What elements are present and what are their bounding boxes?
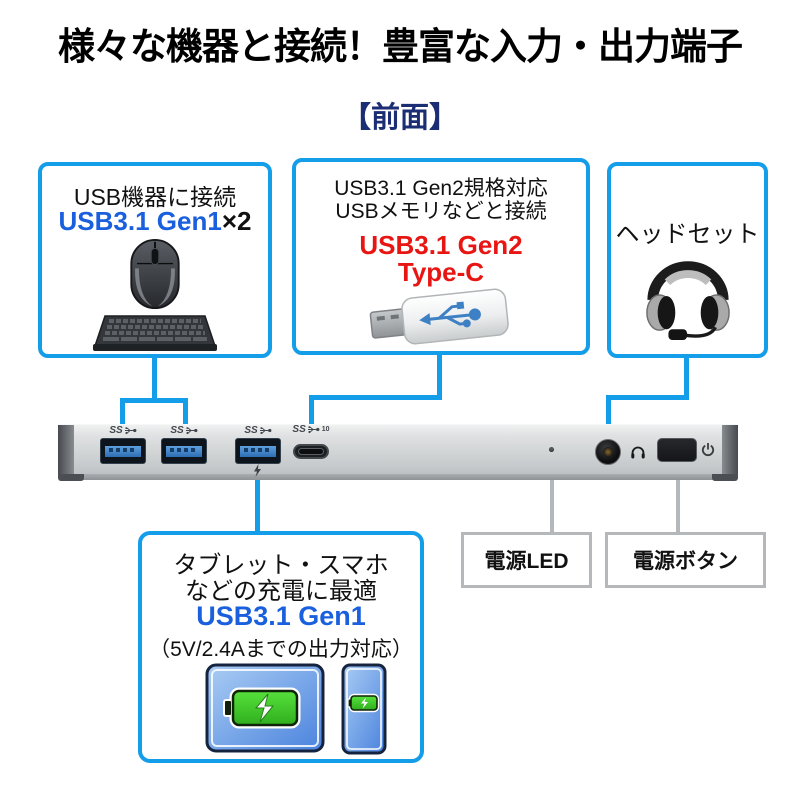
usb-c-heading-2: USBメモリなどと接続: [335, 200, 547, 223]
callout-box-usb-a: USB機器に接続 USB3.1 Gen1×2: [38, 162, 272, 358]
usb-a-spec-name: USB3.1 Gen1: [58, 206, 222, 236]
connector-headset-bridge: [606, 395, 689, 400]
callout-box-power-led: 電源LED: [461, 532, 592, 588]
callout-box-power-button: 電源ボタン: [605, 532, 766, 588]
connector-usb-c-stem: [437, 354, 442, 400]
mouse-icon: [130, 238, 180, 310]
usb-c-ss10-marking: SS 10: [288, 424, 334, 435]
section-label-front: 【前面】: [341, 102, 458, 134]
dock-right-foot: [712, 474, 738, 481]
usb-a-pins: [109, 448, 137, 452]
usb-c-spec-2: Type-C: [397, 257, 485, 287]
usb-a-port-2: [161, 438, 207, 464]
usb-ss-marking-3: SS: [235, 425, 281, 436]
usb-trident-icon: [185, 427, 198, 435]
connector-usb-c-bridge: [309, 395, 442, 400]
usb-a-port-1: [100, 438, 146, 464]
callout-box-usb-c: USB3.1 Gen2規格対応 USBメモリなどと接続 USB3.1 Gen2 …: [292, 158, 590, 355]
usb-a-port-3: [235, 438, 281, 464]
headphone-icon: [631, 446, 645, 459]
power-button-label: 電源ボタン: [633, 550, 738, 573]
smartphone-battery-icon: [341, 663, 387, 755]
usb-c-slot: [298, 448, 324, 455]
callout-box-headset: ヘッドセット: [607, 162, 768, 358]
connector-usb-a-stem: [152, 357, 157, 402]
headset-icon: [645, 261, 730, 340]
connector-charging-drop: [255, 477, 260, 531]
connector-headset-stem: [684, 357, 689, 400]
ss-text: SS: [244, 425, 258, 436]
ss-text: SS: [170, 425, 184, 436]
usb-a-pins: [244, 448, 272, 452]
headphone-jack: [595, 439, 621, 465]
ss-text: SS: [109, 425, 123, 436]
usb-trident-icon: [259, 427, 272, 435]
dock-left-foot: [58, 474, 84, 481]
dock-left-end: [58, 425, 74, 474]
usb-c-port: [293, 444, 329, 459]
keyboard-icon: [93, 315, 217, 351]
jack-center: [603, 447, 613, 457]
headset-label: ヘッドセット: [615, 221, 760, 248]
charging-spec: USB3.1 Gen1: [196, 601, 366, 631]
usb-trident-icon: [124, 427, 137, 435]
connector-power-button: [676, 463, 680, 532]
ss-text: SS: [292, 424, 306, 435]
charge-bolt-icon: [254, 464, 261, 477]
usb-c-heading-1: USB3.1 Gen2規格対応: [334, 177, 548, 200]
charging-note: （5V/2.4Aまでの出力対応）: [149, 638, 413, 661]
usb-c-spec-1: USB3.1 Gen2: [359, 230, 523, 260]
ss-speed-text: 10: [321, 426, 330, 433]
power-button: [657, 438, 697, 462]
power-led-dot: [549, 447, 554, 452]
usb-a-pins: [170, 448, 198, 452]
callout-box-charging: タブレット・スマホ などの充電に最適 USB3.1 Gen1 （5V/2.4Aま…: [138, 531, 424, 763]
dock-bottom-edge: [60, 474, 736, 480]
power-icon: [701, 443, 715, 457]
charging-heading-1: タブレット・スマホ: [173, 552, 389, 579]
usb-trident-icon: [307, 426, 320, 434]
usb-a-heading: USB機器に接続: [73, 184, 237, 210]
dock-right-end: [722, 425, 738, 474]
charging-heading-2: などの充電に最適: [185, 578, 377, 605]
connector-usb-a-bridge: [120, 398, 188, 403]
usb-a-spec: USB3.1 Gen1×2: [42, 206, 268, 237]
page-title: 様々な機器と接続！豊富な入力・出力端子: [58, 26, 743, 67]
usb-a-spec-multiplier: ×2: [221, 206, 252, 236]
tablet-battery-icon: [205, 663, 325, 753]
usb-memory-icon: [369, 288, 509, 345]
usb-ss-marking-1: SS: [100, 425, 146, 436]
connector-headset-drop: [606, 395, 611, 450]
power-led-label: 電源LED: [484, 550, 569, 573]
usb-ss-marking-2: SS: [161, 425, 207, 436]
connector-power-led: [550, 454, 554, 532]
